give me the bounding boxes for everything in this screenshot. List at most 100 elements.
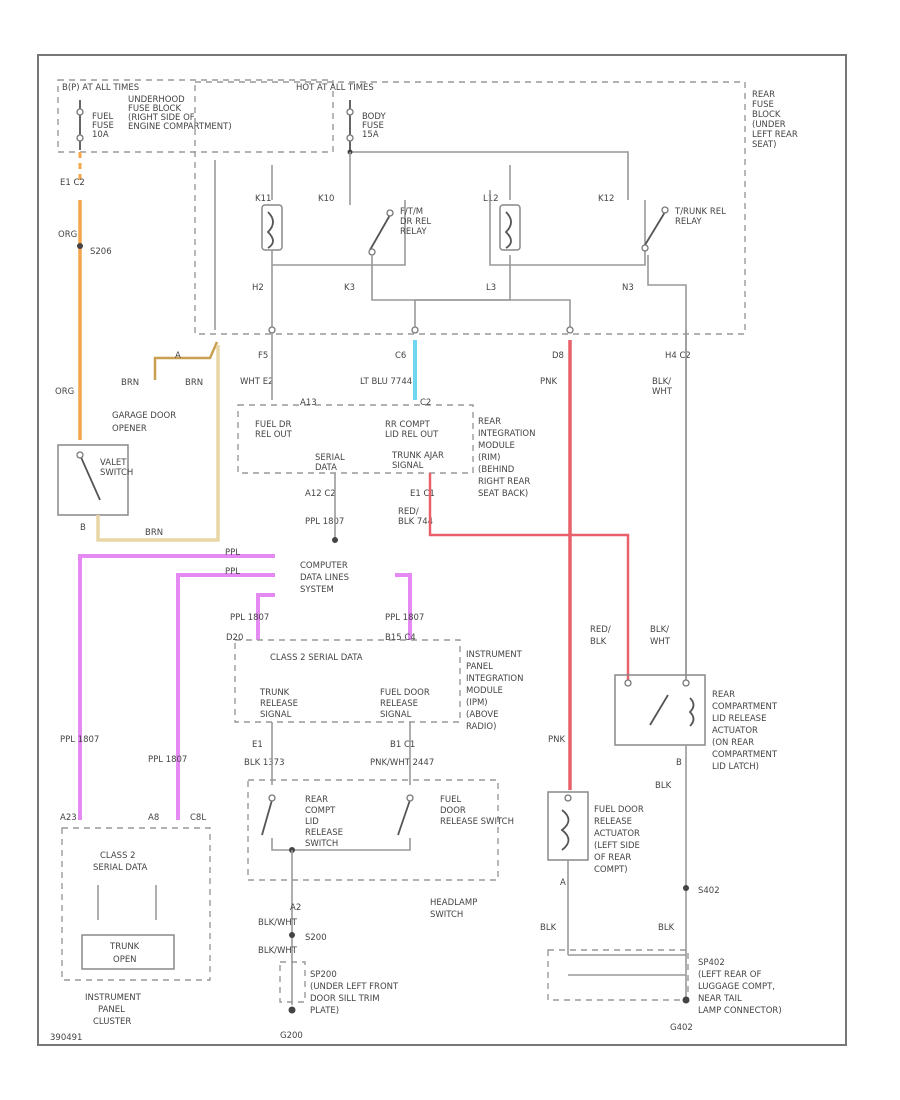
svg-text:RELAY: RELAY	[675, 217, 702, 227]
svg-text:SEAT BACK): SEAT BACK)	[478, 489, 528, 499]
svg-text:SP200: SP200	[310, 970, 337, 980]
svg-text:(ON REAR: (ON REAR	[712, 738, 754, 748]
svg-text:MODULE: MODULE	[466, 686, 503, 696]
garage-door-opener: A BRN BRN GARAGE DOOR OPENER	[112, 341, 219, 434]
svg-text:SIGNAL: SIGNAL	[392, 461, 424, 471]
svg-text:WHT E2: WHT E2	[240, 377, 273, 387]
fuel-door-release-actuator: FUEL DOOR RELEASE ACTUATOR (LEFT SIDE OF…	[547, 791, 644, 888]
svg-text:E1 C2: E1 C2	[60, 178, 85, 188]
svg-text:A: A	[175, 351, 181, 361]
svg-text:B: B	[80, 523, 86, 533]
svg-text:SERIAL DATA: SERIAL DATA	[93, 863, 148, 873]
svg-text:ORG: ORG	[58, 230, 77, 240]
rear-compt-switch-icon	[261, 799, 273, 836]
ppl-wire-2	[176, 573, 275, 820]
diagram-frame	[37, 54, 847, 1046]
rear-integration-module: A13 C2 FUEL DR REL OUT RR COMPT LID REL …	[237, 398, 535, 499]
fuse-mid-name: BODY	[362, 112, 386, 122]
svg-text:DOOR: DOOR	[440, 806, 466, 816]
svg-text:BRN: BRN	[185, 378, 203, 388]
svg-text:SP402: SP402	[698, 958, 725, 968]
svg-text:COMPARTMENT: COMPARTMENT	[712, 750, 778, 760]
fuse-mid-header: HOT AT ALL TIMES	[296, 83, 374, 93]
svg-text:LT BLU 7744: LT BLU 7744	[360, 377, 412, 387]
rear-compartment-lid-actuator: REAR COMPARTMENT LID RELEASE ACTUATOR (O…	[614, 674, 778, 772]
svg-text:LID: LID	[305, 817, 319, 827]
svg-text:MODULE: MODULE	[478, 441, 515, 451]
ppl-wire-1	[78, 554, 275, 820]
svg-text:BLK/WHT: BLK/WHT	[258, 918, 298, 928]
svg-text:SERIAL: SERIAL	[315, 453, 345, 463]
svg-text:REL OUT: REL OUT	[255, 430, 293, 440]
svg-text:COMPUTER: COMPUTER	[300, 561, 348, 571]
k10-label: K10	[318, 194, 334, 204]
svg-text:B: B	[676, 758, 682, 768]
svg-text:BLK: BLK	[655, 781, 672, 791]
svg-text:OF REAR: OF REAR	[594, 853, 631, 863]
svg-text:LID LATCH): LID LATCH)	[712, 762, 759, 772]
svg-text:F5: F5	[258, 351, 268, 361]
fuse-mid-name2: FUSE	[362, 121, 384, 131]
svg-text:BLK: BLK	[590, 637, 607, 647]
svg-text:CLASS 2: CLASS 2	[100, 851, 136, 861]
diagram-id: 390491	[50, 1033, 82, 1043]
svg-text:BLK: BLK	[658, 923, 675, 933]
svg-text:PPL 1807: PPL 1807	[305, 517, 344, 527]
svg-text:LID RELEASE: LID RELEASE	[712, 714, 766, 724]
svg-text:OPEN: OPEN	[113, 955, 137, 965]
svg-text:SWITCH: SWITCH	[430, 910, 463, 920]
svg-text:(LEFT SIDE: (LEFT SIDE	[594, 841, 640, 851]
actuator-switch-icon	[649, 694, 669, 726]
svg-text:(BEHIND: (BEHIND	[478, 465, 515, 475]
splice-pack-402: SP402 (LEFT REAR OF LUGGAGE COMPT, NEAR …	[547, 949, 782, 1016]
svg-text:C8L: C8L	[190, 813, 206, 823]
svg-text:SIGNAL: SIGNAL	[260, 710, 292, 720]
svg-text:FUEL DOOR: FUEL DOOR	[594, 805, 644, 815]
svg-text:BRN: BRN	[121, 378, 139, 388]
svg-text:FUEL DR: FUEL DR	[255, 420, 291, 430]
svg-text:TRUNK: TRUNK	[259, 688, 290, 698]
svg-text:PPL: PPL	[225, 548, 240, 558]
svg-text:G402: G402	[670, 1023, 693, 1033]
svg-text:RELEASE: RELEASE	[305, 828, 343, 838]
actuator-coil-icon	[688, 697, 695, 727]
svg-text:H4 C2: H4 C2	[665, 351, 691, 361]
svg-text:PPL 1807: PPL 1807	[230, 613, 269, 623]
svg-text:RED/: RED/	[590, 625, 611, 635]
svg-text:(IPM): (IPM)	[466, 698, 488, 708]
svg-text:PPL 1807: PPL 1807	[385, 613, 424, 623]
fuse-left-name: FUEL	[92, 112, 113, 122]
svg-text:LID REL OUT: LID REL OUT	[385, 430, 439, 440]
svg-text:N3: N3	[622, 283, 634, 293]
underhood-label: UNDERHOOD	[128, 95, 185, 105]
ppl-wire-3	[256, 593, 275, 640]
svg-text:DATA: DATA	[315, 463, 337, 473]
svg-text:ORG: ORG	[55, 387, 74, 397]
relay-coil-icon	[266, 211, 274, 249]
svg-text:RR COMPT: RR COMPT	[385, 420, 431, 430]
svg-text:A23: A23	[60, 813, 77, 823]
svg-text:FUSE: FUSE	[752, 100, 774, 110]
svg-text:RELAY: RELAY	[400, 227, 427, 237]
svg-text:RELEASE: RELEASE	[380, 699, 418, 709]
valet-switch: VALET SWITCH B BRN	[57, 345, 220, 542]
svg-text:SWITCH: SWITCH	[305, 839, 338, 849]
svg-text:(ABOVE: (ABOVE	[466, 710, 499, 720]
trunk-relay-label: T/RUNK REL	[674, 207, 726, 217]
underhood-label2: FUSE BLOCK	[128, 104, 181, 114]
red-blk-wire	[428, 473, 630, 680]
svg-text:S200: S200	[305, 933, 327, 943]
svg-text:L3: L3	[486, 283, 496, 293]
svg-text:(UNDER: (UNDER	[752, 120, 786, 130]
svg-text:LAMP CONNECTOR): LAMP CONNECTOR)	[698, 1006, 782, 1016]
svg-text:FUEL: FUEL	[440, 795, 461, 805]
svg-text:RELEASE: RELEASE	[594, 817, 632, 827]
svg-text:REAR: REAR	[305, 795, 328, 805]
svg-text:RADIO): RADIO)	[466, 722, 496, 732]
svg-text:LUGGAGE COMPT,: LUGGAGE COMPT,	[698, 982, 775, 992]
svg-text:A12 C2: A12 C2	[305, 489, 336, 499]
rear-fuse-block-label: REAR	[752, 90, 775, 100]
svg-text:A8: A8	[148, 813, 159, 823]
svg-text:PANEL: PANEL	[466, 662, 493, 672]
svg-text:G200: G200	[280, 1031, 303, 1041]
